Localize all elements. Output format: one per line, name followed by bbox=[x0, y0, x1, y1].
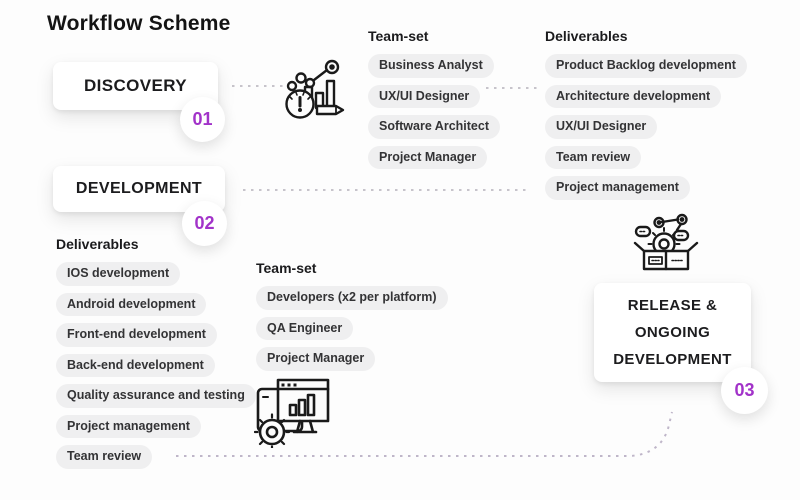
pill-team-review-deliverable: Team review bbox=[545, 145, 642, 169]
stage-label-development: DEVELOPMENT bbox=[75, 180, 203, 197]
group-heading-teamset-2: Team-set bbox=[256, 260, 317, 276]
release-box-gear-icon bbox=[633, 213, 699, 275]
pill-frontend-development: Front-end development bbox=[56, 323, 217, 347]
stage-label-release: RELEASE & ONGOING DEVELOPMENT bbox=[613, 292, 732, 373]
pill-project-management: Project management bbox=[56, 414, 201, 438]
pill-quality-assurance-testing: Quality assurance and testing bbox=[56, 384, 256, 408]
stage-card-release: RELEASE & ONGOING DEVELOPMENT bbox=[594, 283, 751, 382]
pill-uxui-designer: UX/UI Designer bbox=[368, 84, 481, 108]
group-heading-deliverables-1: Deliverables bbox=[545, 28, 628, 44]
group-development-teamset: Team-set Developers (x2 per platform) QA… bbox=[256, 260, 448, 378]
pill-product-backlog-development: Product Backlog development bbox=[545, 54, 747, 78]
pill-ios-development: IOS development bbox=[56, 262, 181, 286]
stage-number-03: 03 bbox=[721, 367, 768, 414]
pill-software-architect: Software Architect bbox=[368, 115, 500, 139]
stage-label-discovery: DISCOVERY bbox=[83, 76, 188, 95]
release-line-1: RELEASE & bbox=[627, 297, 718, 314]
pill-project-management-deliverable: Project management bbox=[545, 176, 690, 200]
release-line-3: DEVELOPMENT bbox=[613, 351, 732, 368]
pill-android-development: Android development bbox=[56, 292, 207, 316]
pill-project-manager-2: Project Manager bbox=[256, 347, 376, 371]
pill-qa-engineer: QA Engineer bbox=[256, 316, 354, 340]
pill-developers-x2: Developers (x2 per platform) bbox=[256, 286, 448, 310]
group-heading-teamset-1: Team-set bbox=[368, 28, 429, 44]
group-heading-deliverables-2: Deliverables bbox=[56, 236, 139, 252]
stage-number-01: 01 bbox=[180, 97, 225, 142]
pill-team-review: Team review bbox=[56, 445, 153, 469]
group-development-deliverables: Deliverables IOS development Android dev… bbox=[56, 236, 256, 476]
pill-project-manager: Project Manager bbox=[368, 145, 488, 169]
stage-number-02: 02 bbox=[182, 201, 227, 246]
page-title: Workflow Scheme bbox=[47, 12, 231, 35]
pill-business-analyst: Business Analyst bbox=[368, 54, 494, 78]
group-discovery-deliverables: Deliverables Product Backlog development… bbox=[545, 28, 747, 207]
pill-uxui-designer-deliverable: UX/UI Designer bbox=[545, 115, 658, 139]
pill-architecture-development: Architecture development bbox=[545, 84, 722, 108]
dev-window-gear-icon bbox=[254, 376, 332, 448]
pill-backend-development: Back-end development bbox=[56, 353, 215, 377]
analytics-gauge-icon bbox=[284, 56, 346, 122]
release-line-2: ONGOING bbox=[634, 324, 711, 341]
group-discovery-teamset: Team-set Business Analyst UX/UI Designer… bbox=[368, 28, 500, 176]
